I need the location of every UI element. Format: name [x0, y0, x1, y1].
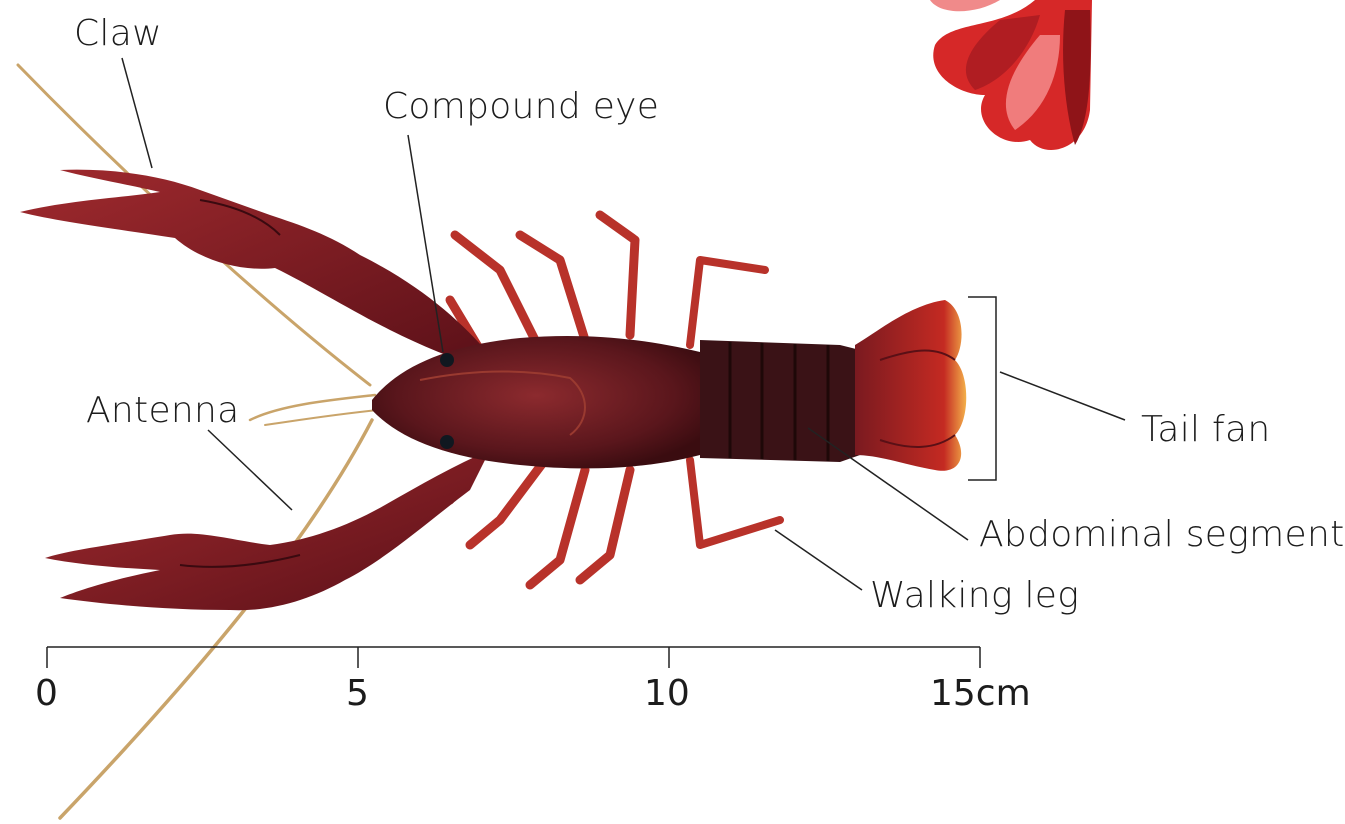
- label-compound-eye: Compound eye: [383, 89, 659, 125]
- right-compound-eye: [440, 435, 454, 449]
- carapace: [372, 336, 700, 468]
- lower-claw: [45, 450, 490, 610]
- scale-label-10: 10: [644, 676, 690, 712]
- label-tail-fan: Tail fan: [1141, 412, 1271, 448]
- abdomen: [700, 340, 860, 462]
- tail-fan: [855, 300, 966, 471]
- label-claw: Claw: [74, 16, 162, 52]
- label-abdominal-segment: Abdominal segment: [979, 517, 1345, 553]
- label-antenna: Antenna: [86, 393, 240, 429]
- antenna-leader: [208, 430, 292, 510]
- left-compound-eye: [440, 353, 454, 367]
- scale-label-5: 5: [346, 676, 369, 712]
- tail-fan-bracket: [968, 297, 996, 480]
- walking-leg-leader: [775, 530, 862, 590]
- claw-leader: [122, 58, 152, 168]
- tail-fan-leader: [1000, 372, 1125, 420]
- scale-label-15cm: 15cm: [930, 676, 1031, 712]
- petal-decoration: [930, 0, 1092, 150]
- antennae: [18, 65, 378, 818]
- scale-bar: [47, 647, 980, 668]
- scale-label-0: 0: [35, 676, 58, 712]
- label-walking-leg: Walking leg: [870, 578, 1079, 614]
- upper-claw: [20, 170, 490, 370]
